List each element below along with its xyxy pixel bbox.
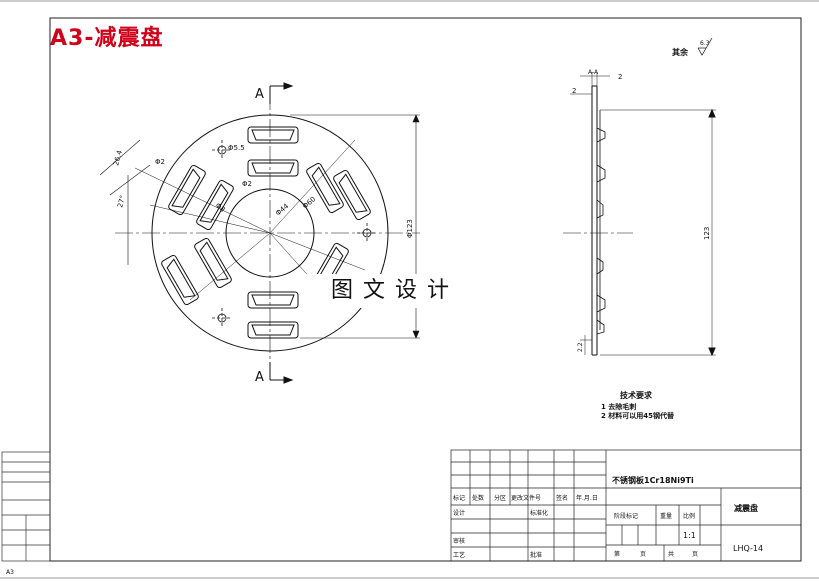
scale-value: 1:1 <box>683 531 696 540</box>
hdr-total: 共 <box>668 550 674 558</box>
hdr-weight: 重量 <box>660 512 672 520</box>
side-dim-height: 123 <box>703 227 711 240</box>
hdr-date: 年.月.日 <box>576 494 598 502</box>
section-note: A-A <box>588 69 599 76</box>
side-view <box>563 72 716 357</box>
hdr-mark: 标记 <box>453 494 465 502</box>
slot-bottom-inner <box>247 291 299 309</box>
hdr-zone: 分区 <box>494 494 506 502</box>
dim-outer-dia: Φ123 <box>406 219 414 238</box>
hdr-approve: 批准 <box>530 551 542 559</box>
title-block <box>450 449 802 562</box>
slot-left-upper <box>168 164 206 216</box>
slot-right-upper-outer <box>333 169 371 221</box>
slot-left-lower-inner <box>194 237 232 289</box>
hdr-of: 第 <box>614 550 620 558</box>
side-dim-bottom: 2.2 <box>577 342 584 352</box>
section-label-top: A <box>255 87 264 102</box>
dim-slot-dia: Φ2 <box>155 158 165 166</box>
hdr-signature: 签名 <box>556 494 568 502</box>
hdr-process: 工艺 <box>453 551 465 559</box>
sheet-size-label: A3 <box>6 569 14 576</box>
dim-slot-depth: Φ2 <box>242 180 252 188</box>
dim-pitch-dia: Φ60 <box>301 195 317 210</box>
side-dim-top-right: 2 <box>618 73 622 81</box>
slot-right-upper <box>306 162 344 214</box>
angle-dimension <box>99 139 151 265</box>
front-view <box>99 82 420 384</box>
section-marks <box>269 82 294 384</box>
side-dim-top-left: 2 <box>572 87 576 95</box>
dim-bore-dia: Φ44 <box>274 202 291 218</box>
part-name: 减震盘 <box>734 503 758 513</box>
hdr-standardize: 标准化 <box>530 509 548 517</box>
hdr-count: 处数 <box>472 494 484 502</box>
hdr-stage-mark: 阶段标记 <box>614 512 638 520</box>
dim-angle: 27° <box>116 194 127 208</box>
slot-top <box>247 126 299 144</box>
roughness-value: 6.3 <box>700 40 710 47</box>
hdr-review: 审核 <box>453 537 465 545</box>
dim-mid-dia: Φ8 <box>214 201 227 214</box>
banner-title: A3-减震盘 <box>50 26 164 51</box>
bolt-holes <box>212 140 377 328</box>
hdr-change-doc: 更改文件号 <box>511 494 541 502</box>
left-stamp-grid <box>1 451 51 562</box>
section-label-bottom: A <box>255 370 264 385</box>
tech-req-title: 技术要求 <box>620 390 653 400</box>
watermark: 图文设计 <box>300 274 490 308</box>
slot-left-upper-inner <box>196 179 234 231</box>
drawing-border <box>49 17 802 562</box>
slot-top-inner <box>247 159 299 177</box>
dim-hole-dia: Φ5.5 <box>228 144 245 152</box>
hdr-page: 页 <box>640 551 646 558</box>
drawing-number: LHQ-14 <box>733 544 763 553</box>
tech-req-item-2: 2 材料可以用45钢代替 <box>601 411 674 420</box>
dim-offset: 26.4 <box>112 149 124 167</box>
slot-left-lower <box>161 254 199 306</box>
hdr-scale: 比例 <box>683 512 695 520</box>
slot-bottom <box>247 321 299 339</box>
roughness-note: 其余 <box>672 47 689 57</box>
hdr-design: 设计 <box>453 509 465 517</box>
tech-req-item-1: 1 去除毛刺 <box>601 402 636 411</box>
hdr-sheet: 页 <box>692 551 698 558</box>
roughness-symbol <box>697 37 713 56</box>
material: 不锈钢板1Cr18Ni9Ti <box>612 475 694 485</box>
